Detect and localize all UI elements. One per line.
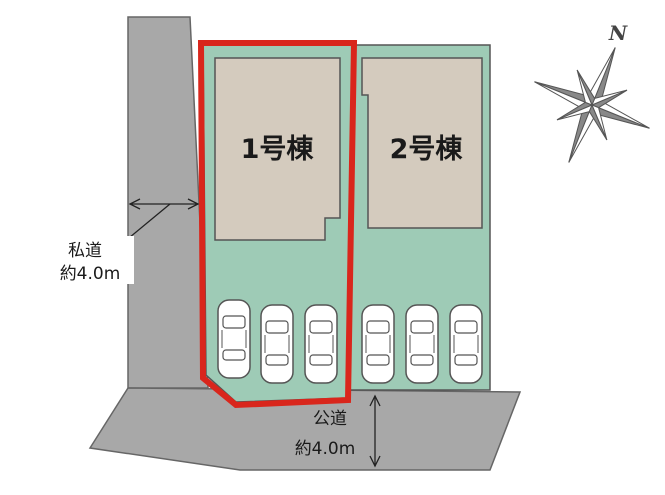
compass-north-label: N [608, 21, 628, 45]
parked-car [405, 304, 439, 384]
public-road-label: 公道 [313, 409, 347, 429]
public-road-width-marker [369, 394, 381, 468]
public-road-width: 約4.0m [295, 439, 356, 459]
compass-rose-icon [534, 47, 650, 163]
lot-1-highlight-border [197, 40, 358, 409]
parking-area-lot-1 [217, 299, 338, 384]
parked-car [449, 304, 483, 384]
private-road-width: 約4.0m [60, 264, 121, 284]
private-road-label: 私道 [68, 241, 102, 261]
building-2-label: 2号棟 [390, 134, 464, 165]
building-1 [214, 57, 341, 241]
parking-area-lot-2 [361, 304, 483, 384]
parked-car [260, 304, 294, 384]
building-2 [361, 57, 483, 229]
parked-car [217, 299, 251, 379]
building-1-label: 1号棟 [241, 134, 315, 165]
parked-car [304, 304, 338, 384]
public-road [88, 387, 522, 471]
private-road-label-bg [64, 236, 134, 284]
parked-car [361, 304, 395, 384]
